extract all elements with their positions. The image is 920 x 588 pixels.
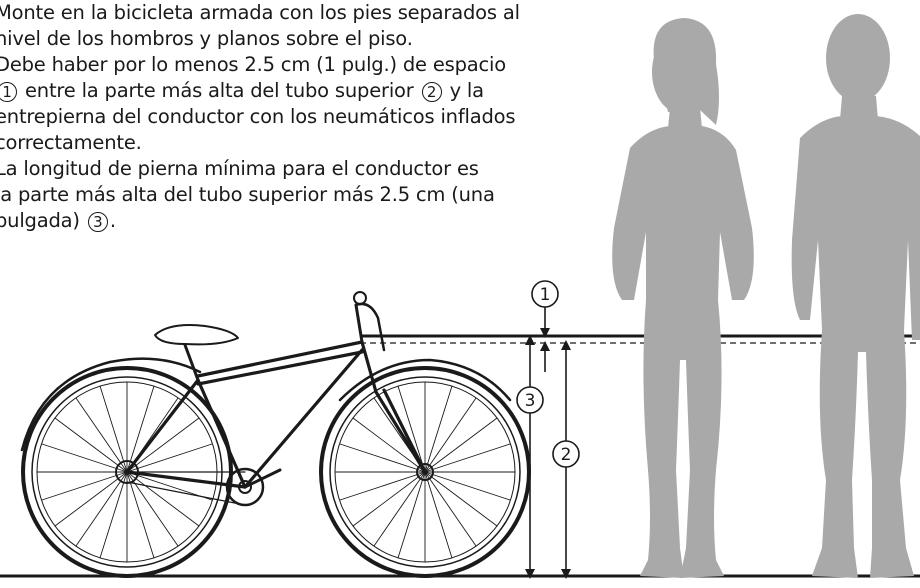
instruction-fragment: pulgada) bbox=[0, 209, 80, 232]
callout-1: 1 bbox=[531, 280, 559, 308]
stem bbox=[354, 303, 364, 344]
instruction-line: la parte más alta del tubo superior más … bbox=[0, 183, 495, 206]
instruction-fragment: . bbox=[109, 209, 116, 232]
saddle bbox=[154, 324, 239, 346]
instruction-line: correctamente. bbox=[0, 131, 142, 154]
chain-bottom bbox=[126, 481, 246, 506]
instruction-line: Monte en la bicicleta armada con los pie… bbox=[0, 1, 520, 24]
callout-label: 1 bbox=[540, 285, 551, 305]
dimension-arrows bbox=[525, 306, 571, 579]
callout-ref-2: 2 bbox=[421, 82, 442, 102]
female-silhouette bbox=[612, 18, 754, 578]
crank-arm bbox=[243, 468, 282, 489]
callout-label: 2 bbox=[561, 445, 572, 465]
callout-ref-1: 1 bbox=[0, 82, 17, 102]
instruction-fragment: entre la parte más alta del tubo superio… bbox=[25, 79, 414, 102]
instruction-fragment: y la bbox=[449, 79, 485, 102]
callout-2: 2 bbox=[552, 440, 580, 468]
bell bbox=[353, 291, 367, 305]
callout-3: 3 bbox=[516, 386, 544, 414]
bicycle bbox=[20, 291, 531, 578]
instruction-line: Debe haber por lo menos 2.5 cm (1 pulg.)… bbox=[0, 53, 506, 76]
handlebar bbox=[354, 302, 386, 352]
seat-post bbox=[183, 343, 200, 382]
instruction-line: La longitud de pierna mínima para el con… bbox=[0, 157, 479, 180]
callout-ref-3: 3 bbox=[87, 212, 108, 232]
instruction-line: 1 entre la parte más alta del tubo super… bbox=[0, 78, 600, 104]
instruction-text: Monte en la bicicleta armada con los pie… bbox=[0, 0, 600, 234]
instruction-line: nivel de los hombros y planos sobre el p… bbox=[0, 27, 413, 50]
instruction-line: pulgada) 3. bbox=[0, 208, 600, 234]
frame bbox=[125, 340, 427, 489]
male-silhouette bbox=[791, 14, 920, 578]
rear-fender bbox=[20, 357, 202, 452]
front-fender bbox=[338, 358, 512, 402]
crank-hub bbox=[238, 480, 252, 494]
front-wheel bbox=[319, 366, 531, 578]
instruction-line: entrepierna del conductor con los neumát… bbox=[0, 105, 516, 128]
callout-label: 3 bbox=[525, 391, 536, 411]
